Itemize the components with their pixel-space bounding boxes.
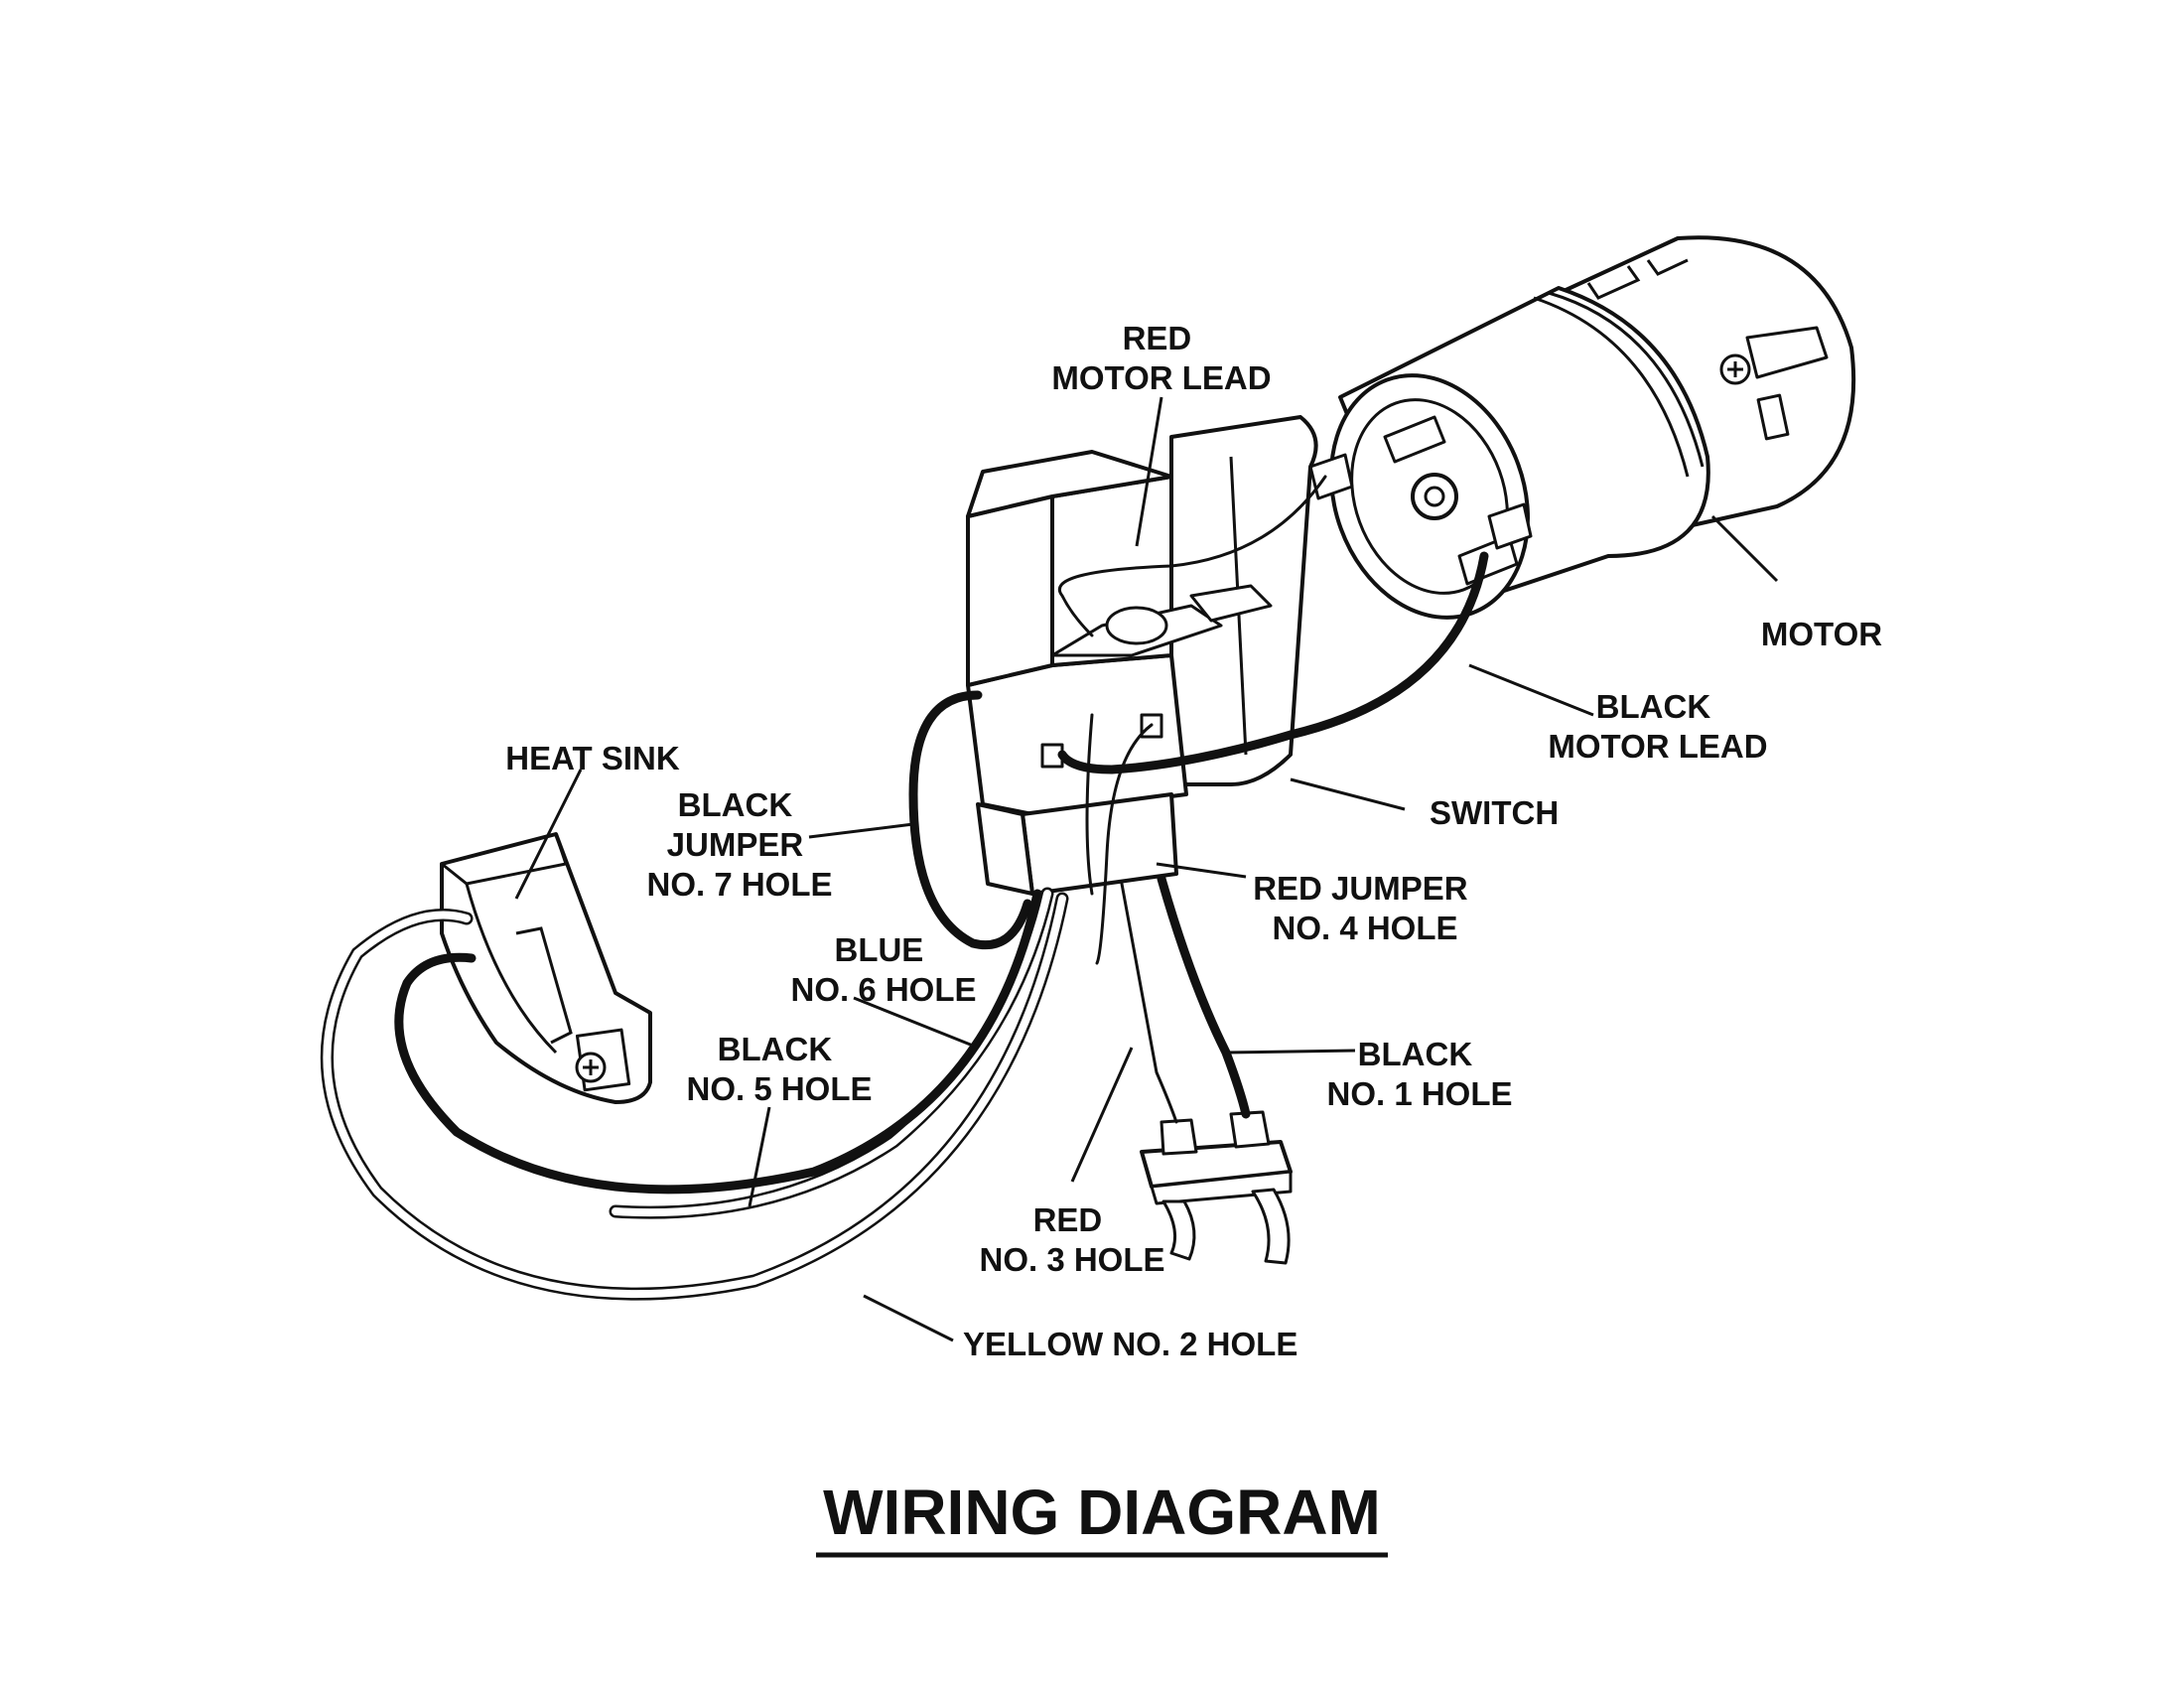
label-black-motor-lead: BLACK MOTOR LEAD (1548, 688, 1767, 765)
label-black-1: BLACK NO. 1 HOLE (1326, 1036, 1512, 1112)
heat-sink-icon (440, 832, 652, 1104)
battery-terminal-icon (1140, 1110, 1293, 1265)
label-yellow-2: YELLOW NO. 2 HOLE (963, 1326, 1297, 1362)
motor-icon (1308, 235, 1856, 620)
label-blue: BLUE NO. 6 HOLE (790, 931, 976, 1008)
label-red-jumper: RED JUMPER NO. 4 HOLE (1253, 870, 1477, 946)
label-black-5: BLACK NO. 5 HOLE (686, 1031, 872, 1107)
label-red-motor-lead: RED MOTOR LEAD (1051, 320, 1271, 396)
wires (320, 475, 1489, 1301)
label-red-3: RED NO. 3 HOLE (979, 1201, 1164, 1278)
diagram-title: WIRING DIAGRAM (823, 1477, 1381, 1548)
switch-icon (966, 415, 1318, 896)
leader-lines (514, 396, 1779, 1342)
label-switch: SWITCH (1430, 794, 1559, 831)
label-heat-sink: HEAT SINK (505, 740, 680, 776)
label-motor: MOTOR (1761, 616, 1882, 652)
label-black-jumper: BLACK JUMPER NO. 7 HOLE (646, 786, 832, 903)
